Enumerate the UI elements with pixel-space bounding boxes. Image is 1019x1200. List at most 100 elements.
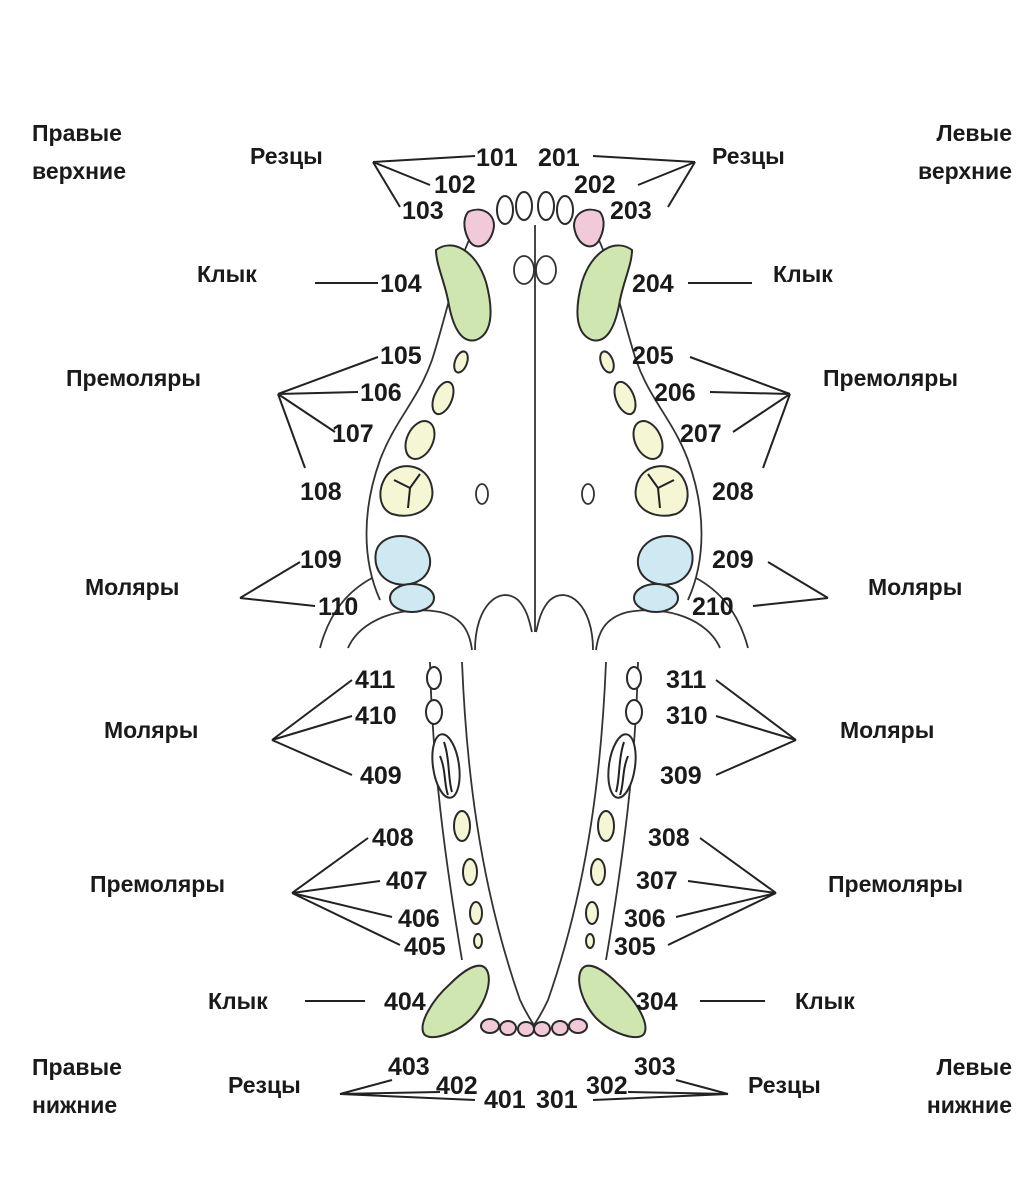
tooth-203 (572, 208, 605, 248)
tooth-104 (434, 244, 492, 342)
num-301: 301 (536, 1086, 578, 1114)
tooth-302 (551, 1020, 569, 1036)
num-107: 107 (332, 420, 374, 448)
num-410: 410 (355, 702, 397, 730)
num-108: 108 (300, 478, 342, 506)
num-408: 408 (372, 824, 414, 852)
label-left-upper-2: верхние (918, 158, 1012, 184)
num-109: 109 (300, 546, 342, 574)
label-lower-right-molars: Моляры (104, 717, 198, 743)
tooth-310 (625, 699, 643, 725)
label-lower-left-incisors: Резцы (748, 1072, 821, 1098)
tooth-405 (473, 933, 483, 949)
tooth-304 (578, 964, 647, 1039)
tooth-106 (431, 380, 455, 416)
num-309: 309 (660, 762, 702, 790)
num-208: 208 (712, 478, 754, 506)
num-307: 307 (636, 867, 678, 895)
num-405: 405 (404, 933, 446, 961)
tooth-209 (636, 534, 694, 586)
num-409: 409 (360, 762, 402, 790)
foramen-right (475, 483, 489, 505)
label-left-upper-1: Левые (936, 120, 1012, 146)
tooth-408 (453, 810, 471, 842)
num-411: 411 (355, 666, 395, 694)
label-upper-left-premolars: Премоляры (823, 365, 958, 391)
label-upper-right-molars: Моляры (85, 574, 179, 600)
tooth-308 (597, 810, 615, 842)
label-left-lower-1: Левые (936, 1054, 1012, 1080)
num-303: 303 (634, 1053, 676, 1081)
num-102: 102 (434, 171, 476, 199)
tooth-407 (462, 858, 478, 886)
teeth (374, 191, 694, 1039)
tooth-206 (613, 380, 637, 416)
tooth-205 (599, 350, 615, 374)
label-right-lower-2: нижние (32, 1092, 117, 1118)
tooth-102 (496, 195, 514, 225)
label-upper-left-canine: Клык (773, 261, 833, 287)
tooth-411 (426, 666, 442, 690)
num-304: 304 (636, 988, 678, 1016)
num-404: 404 (384, 988, 426, 1016)
label-lower-left-premolars: Премоляры (828, 871, 963, 897)
tooth-306 (585, 901, 599, 925)
tooth-101 (515, 191, 533, 221)
num-110: 110 (318, 593, 358, 621)
label-lower-left-molars: Моляры (840, 717, 934, 743)
label-right-upper-2: верхние (32, 158, 126, 184)
num-401: 401 (484, 1086, 526, 1114)
tooth-309 (607, 733, 637, 799)
tooth-406 (469, 901, 483, 925)
lower-jaw-outline (429, 661, 639, 1026)
tooth-403 (480, 1018, 500, 1034)
num-210: 210 (692, 593, 734, 621)
tooth-110 (389, 583, 435, 613)
tooth-201 (537, 191, 555, 221)
tooth-410 (425, 699, 443, 725)
tooth-210 (633, 583, 679, 613)
label-lower-left-canine: Клык (795, 988, 855, 1014)
num-103: 103 (402, 197, 444, 225)
label-upper-left-molars: Моляры (868, 574, 962, 600)
num-202: 202 (574, 171, 616, 199)
tooth-402 (499, 1020, 517, 1036)
label-lower-right-premolars: Премоляры (90, 871, 225, 897)
num-203: 203 (610, 197, 652, 225)
label-upper-right-canine: Клык (197, 261, 257, 287)
tooth-207 (632, 420, 664, 460)
tooth-307 (590, 858, 606, 886)
tooth-305 (585, 933, 595, 949)
tooth-202 (556, 195, 574, 225)
num-407: 407 (386, 867, 428, 895)
tooth-311 (626, 666, 642, 690)
num-308: 308 (648, 824, 690, 852)
tooth-109 (374, 534, 432, 586)
tooth-107 (404, 420, 436, 460)
num-311: 311 (666, 666, 706, 694)
papilla-left (513, 255, 535, 285)
num-204: 204 (632, 270, 674, 298)
num-306: 306 (624, 905, 666, 933)
tooth-108 (379, 465, 434, 517)
num-406: 406 (398, 905, 440, 933)
num-105: 105 (380, 342, 422, 370)
label-upper-right-premolars: Премоляры (66, 365, 201, 391)
num-101: 101 (476, 144, 518, 172)
tooth-103 (463, 208, 496, 248)
label-right-lower-1: Правые (32, 1054, 122, 1080)
label-upper-left-incisors: Резцы (712, 143, 785, 169)
label-upper-right-incisors: Резцы (250, 143, 323, 169)
label-lower-right-canine: Клык (208, 988, 268, 1014)
tooth-204 (576, 244, 634, 342)
tooth-404 (421, 964, 490, 1039)
num-106: 106 (360, 379, 402, 407)
papilla-right (535, 255, 557, 285)
num-310: 310 (666, 702, 708, 730)
tooth-105 (453, 350, 469, 374)
label-lower-right-incisors: Резцы (228, 1072, 301, 1098)
label-right-upper-1: Правые (32, 120, 122, 146)
num-402: 402 (436, 1072, 478, 1100)
tooth-303 (568, 1018, 588, 1034)
